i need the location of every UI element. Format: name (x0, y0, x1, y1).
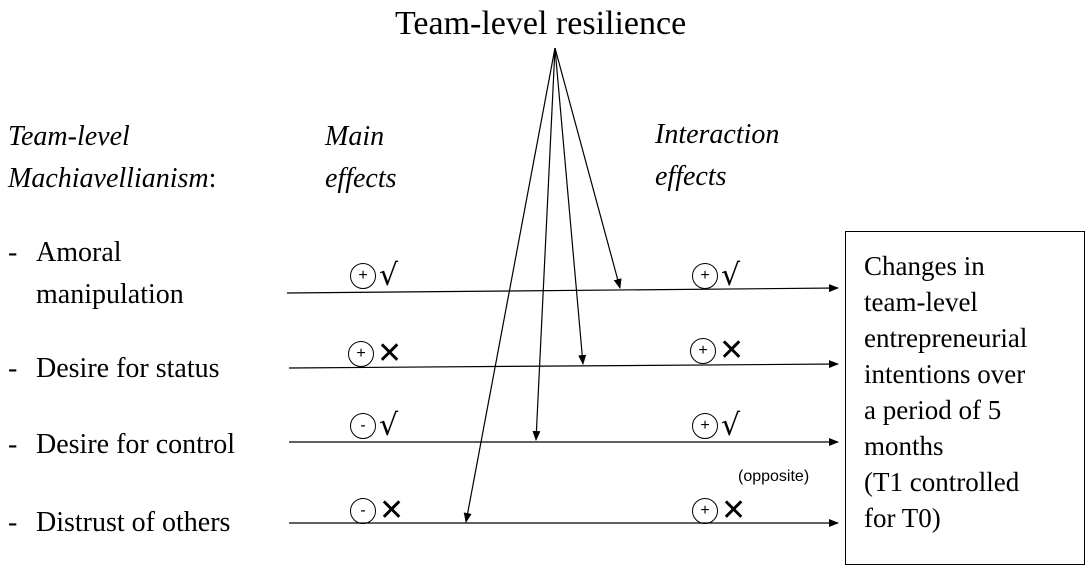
main-header-line1: Main (325, 121, 385, 152)
moderator-arrow-amoral (554, 47, 622, 289)
outcome-line: entrepreneurial (864, 323, 1028, 353)
predictor-desire-for-control: -Desire for control (8, 424, 235, 466)
opposite-note: (opposite) (738, 468, 810, 485)
predictor-dash: - (8, 237, 18, 268)
outcome-line: a period of 5 (864, 395, 1002, 425)
check-icon: √ (379, 408, 399, 443)
predictor-amoral-manipulation: -Amoral manipulation (8, 232, 184, 316)
predictor-label: Distrust of others (36, 507, 231, 538)
interaction-effect-control: + √ (692, 411, 740, 441)
interaction-effect-distrust: + ✕ (692, 496, 746, 526)
predictor-header-line1: Team-level (8, 121, 130, 152)
predictor-label: Desire for control (36, 429, 236, 460)
sign-circle: + (348, 341, 374, 367)
outcome-line: (T1 controlled (864, 467, 1020, 497)
check-icon: √ (379, 258, 399, 293)
predictor-dash: - (8, 507, 18, 538)
predictor-dash: - (8, 429, 18, 460)
sign-circle: + (350, 263, 376, 289)
moderator-arrow-status (554, 47, 587, 365)
predictor-label: Amoral (36, 237, 122, 268)
interaction-header-line2: effects (655, 161, 727, 192)
sign-circle: + (692, 498, 718, 524)
outcome-line: Changes in (864, 251, 985, 281)
moderator-arrow-control (532, 47, 556, 441)
cross-icon: ✕ (721, 493, 747, 528)
predictor-label-line2: manipulation (36, 279, 184, 310)
main-effects-header: Main effects (325, 116, 397, 200)
predictor-desire-for-status: -Desire for status (8, 348, 220, 390)
predictor-label: Desire for status (36, 353, 220, 384)
outcome-box: Changes in team-level entrepreneurial in… (845, 231, 1085, 565)
moderator-title: Team-level resilience (395, 5, 687, 42)
cross-icon: ✕ (377, 336, 403, 371)
main-effect-distrust: - ✕ (350, 496, 404, 526)
cross-icon: ✕ (379, 493, 405, 528)
sign-circle: + (690, 338, 716, 364)
predictor-header: Team-level Machiavellianism: (8, 116, 216, 200)
arrow-amoral-manipulation (286, 284, 839, 294)
main-header-line2: effects (325, 163, 397, 194)
outcome-line: months (864, 431, 944, 461)
check-icon: √ (721, 258, 741, 293)
predictor-distrust-of-others: -Distrust of others (8, 502, 230, 544)
predictor-header-colon: : (208, 163, 217, 194)
interaction-effect-status: + ✕ (690, 336, 744, 366)
cross-icon: ✕ (719, 333, 745, 368)
predictor-dash: - (8, 353, 18, 384)
main-effect-status: + ✕ (348, 339, 402, 369)
outcome-line: for T0) (864, 503, 941, 533)
main-effect-control: - √ (350, 411, 398, 441)
main-effect-amoral: + √ (350, 261, 398, 291)
interaction-effects-header: Interaction effects (655, 114, 779, 198)
check-icon: √ (721, 408, 741, 443)
moderator-arrow-distrust (463, 47, 556, 523)
sign-circle: + (692, 263, 718, 289)
interaction-header-line1: Interaction (655, 119, 780, 150)
outcome-line: intentions over (864, 359, 1026, 389)
arrow-desire-for-status (288, 360, 839, 369)
outcome-line: team-level (864, 287, 978, 317)
sign-circle: + (692, 413, 718, 439)
predictor-header-line2: Machiavellianism (8, 163, 209, 194)
interaction-effect-amoral: + √ (692, 261, 740, 291)
sign-circle: - (350, 498, 376, 524)
sign-circle: - (350, 413, 376, 439)
